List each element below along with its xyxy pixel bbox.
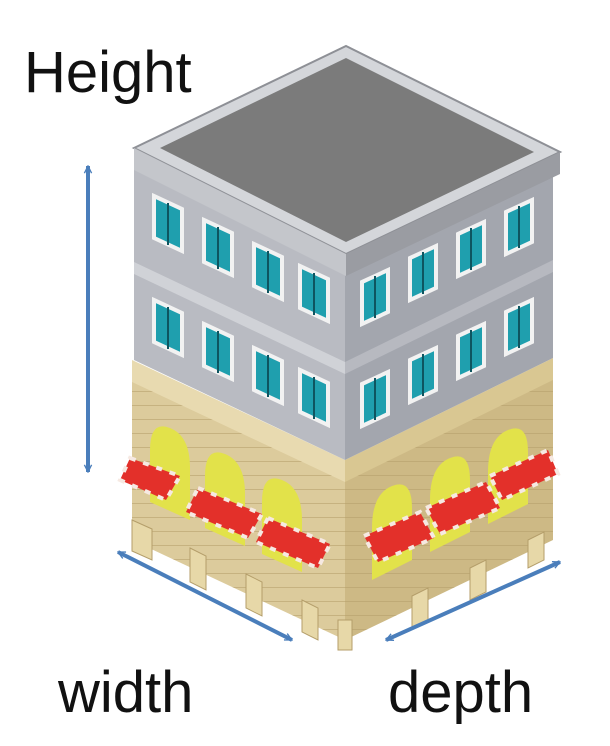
width-label: width [58, 660, 194, 725]
awnings-right [361, 447, 561, 565]
width-arrow [118, 550, 292, 642]
isometric-building [117, 44, 563, 651]
height-label: Height [24, 40, 192, 105]
depth-arrow [386, 560, 560, 642]
depth-label: depth [388, 660, 534, 725]
awnings-left [117, 455, 333, 571]
roof [160, 58, 534, 242]
